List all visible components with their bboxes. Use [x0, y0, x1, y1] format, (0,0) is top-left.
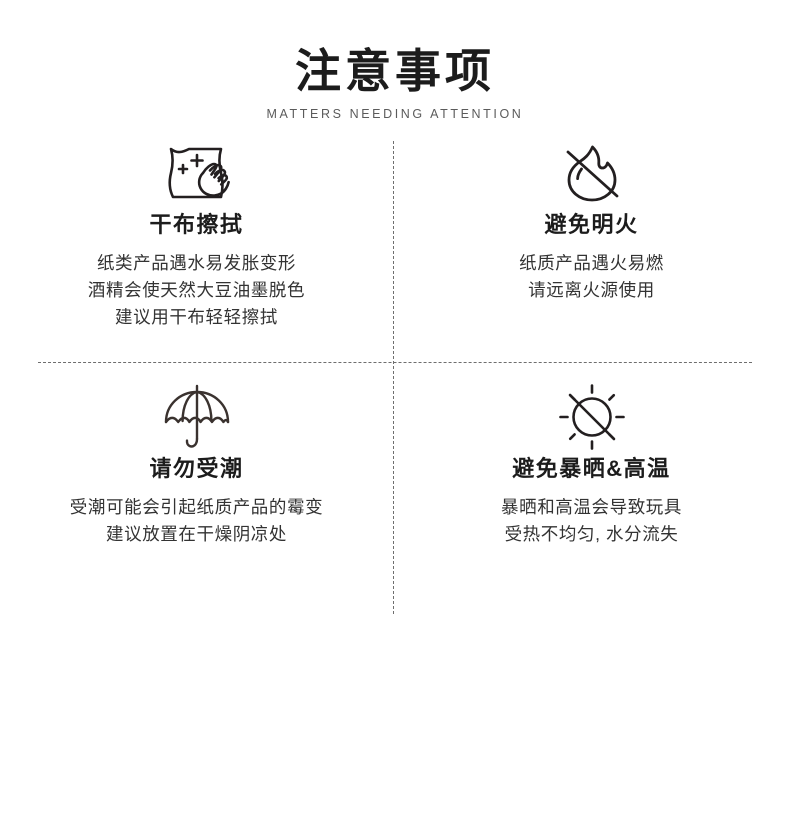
body-line: 建议用干布轻轻擦拭	[115, 307, 278, 328]
umbrella-keep-dry-icon	[162, 384, 232, 448]
attention-items-grid: 干布擦拭 纸类产品遇水易发胀变形 酒精会使天然大豆油墨脱色 建议用干布轻轻擦拭 …	[0, 138, 790, 618]
attention-item-keep-dry: 请勿受潮 受潮可能会引起纸质产品的霉变 建议放置在干燥阴凉处	[0, 362, 393, 618]
vertical-divider	[393, 141, 394, 614]
body-line: 暴晒和高温会导致玩具	[501, 497, 682, 518]
page-title: 注意事项	[295, 45, 495, 97]
horizontal-divider	[38, 362, 752, 363]
body-line: 建议放置在干燥阴凉处	[106, 524, 287, 545]
body-line: 酒精会使天然大豆油墨脱色	[87, 280, 306, 301]
attention-item-title: 避免暴晒&高温	[512, 456, 671, 481]
attention-item-body: 纸质产品遇火易燃 请远离火源使用	[519, 250, 664, 304]
attention-item-title: 请勿受潮	[149, 456, 244, 481]
attention-item-body: 暴晒和高温会导致玩具 受热不均匀, 水分流失	[501, 494, 682, 548]
body-line: 纸质产品遇火易燃	[519, 253, 664, 274]
attention-item-no-flame: 避免明火 纸质产品遇火易燃 请远离火源使用	[393, 138, 790, 362]
no-direct-sunlight-icon	[557, 384, 627, 450]
body-line: 受热不均匀, 水分流失	[504, 524, 679, 545]
body-line: 受潮可能会引起纸质产品的霉变	[69, 497, 324, 518]
attention-item-title: 避免明火	[544, 212, 639, 237]
page-header: 注意事项 MATTERS NEEDING ATTENTION	[0, 0, 790, 121]
body-line: 纸类产品遇水易发胀变形	[96, 253, 297, 274]
attention-item-title: 干布擦拭	[149, 212, 244, 237]
body-line: 请远离火源使用	[528, 280, 655, 301]
attention-item-dry-cloth: 干布擦拭 纸类产品遇水易发胀变形 酒精会使天然大豆油墨脱色 建议用干布轻轻擦拭	[0, 138, 393, 362]
no-open-flame-icon	[559, 142, 625, 204]
attention-item-no-sunlight: 避免暴晒&高温 暴晒和高温会导致玩具 受热不均匀, 水分流失	[393, 362, 790, 618]
cloth-wipe-icon	[153, 142, 241, 204]
attention-item-body: 受潮可能会引起纸质产品的霉变 建议放置在干燥阴凉处	[70, 494, 323, 548]
page-subtitle: MATTERS NEEDING ATTENTION	[266, 107, 524, 122]
attention-item-body: 纸类产品遇水易发胀变形 酒精会使天然大豆油墨脱色 建议用干布轻轻擦拭	[88, 250, 305, 331]
